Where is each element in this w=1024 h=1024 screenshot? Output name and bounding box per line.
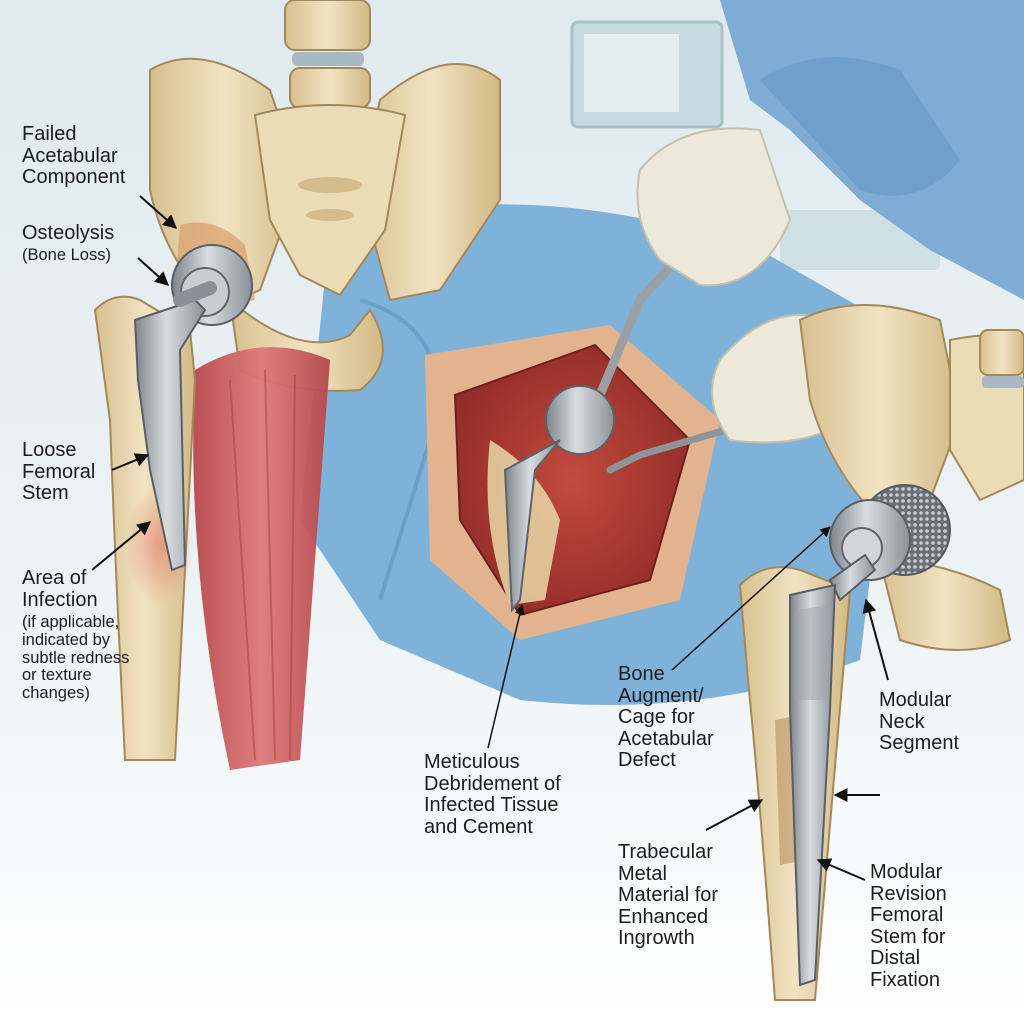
- arrow-osteolysis: [137, 257, 170, 286]
- stem-texture: [795, 605, 830, 700]
- sacrum: [253, 104, 407, 297]
- revision-vertebra: [979, 329, 1024, 376]
- label-line: Acetabular: [618, 727, 714, 750]
- label-modular-neck: Modular Neck Segment: [879, 689, 960, 755]
- label-infection: Area of Infection: [22, 567, 98, 611]
- label-line: Meticulous: [424, 751, 520, 773]
- label-line: Loose: [22, 439, 77, 461]
- label-line: Component: [22, 166, 126, 189]
- arrow-augment: [671, 526, 831, 671]
- muscle-striation: [229, 369, 296, 761]
- label-line: changes): [22, 684, 90, 703]
- revision-disc: [982, 376, 1024, 388]
- label-line: Stem: [22, 482, 69, 505]
- label-line: or texture: [22, 666, 92, 685]
- label-line: Revision: [870, 882, 947, 905]
- label-line: Stem for: [870, 925, 946, 948]
- label-line: Augment/: [618, 684, 704, 707]
- label-line: Area of: [22, 567, 87, 589]
- label-line: subtle redness: [22, 648, 130, 667]
- label-line: Neck: [879, 710, 925, 733]
- label-line: Material for: [618, 884, 719, 907]
- label-line: Acetabular: [22, 144, 118, 167]
- label-line: Infection: [22, 588, 98, 611]
- label-debridement: Meticulous Debridement of Infected Tissu…: [424, 751, 561, 838]
- wound-implant-head: [545, 385, 615, 455]
- label-line: Enhanced: [618, 905, 709, 928]
- label-line: Segment: [879, 732, 960, 755]
- revision-iliac: [798, 304, 962, 522]
- upper-glove: [636, 127, 792, 287]
- vertebra-upper: [284, 0, 371, 51]
- label-line: indicated by: [22, 630, 111, 649]
- sacral-foramina-2: [306, 209, 354, 221]
- label-trabecular: Trabecular Metal Material for Enhanced I…: [618, 841, 719, 950]
- label-line: Defect: [618, 749, 676, 772]
- label-line: Modular: [879, 689, 952, 711]
- monitor-screen: [584, 34, 679, 112]
- label-line: Distal: [870, 947, 921, 970]
- label-line: and Cement: [424, 815, 533, 838]
- disc-upper: [292, 52, 364, 66]
- label-loose-stem: Loose Femoral Stem: [22, 439, 96, 505]
- vertebra-lower: [289, 67, 371, 109]
- arrow-trabecular: [705, 799, 764, 831]
- label-line: Femoral: [870, 904, 944, 927]
- label-line: Cage for: [618, 706, 695, 729]
- label-line: Ingrowth: [618, 927, 695, 950]
- label-augment: Bone Augment/ Cage for Acetabular Defect: [618, 663, 714, 772]
- label-line: Metal: [618, 862, 667, 885]
- arrow-failed-acetabular: [139, 195, 178, 229]
- arrow-debridement: [487, 603, 525, 749]
- arrow-infection: [91, 521, 152, 571]
- label-infection-note: (if applicable, indicated by subtle redn…: [22, 613, 130, 703]
- arrow-revision-stem: [816, 858, 866, 881]
- label-line: Infected Tissue: [424, 794, 559, 817]
- arrow-loose-stem: [111, 453, 150, 471]
- label-line: Failed: [22, 123, 77, 145]
- label-line: Trabecular: [618, 841, 713, 863]
- stem-neck: [173, 281, 217, 307]
- label-line: (if applicable,: [22, 613, 120, 631]
- thigh-muscle: [193, 347, 330, 770]
- modular-neck-segment: [828, 553, 877, 602]
- gown-sleeve: [760, 57, 960, 196]
- label-line: Femoral: [22, 460, 96, 483]
- label-line: Bone: [618, 663, 665, 685]
- loose-femoral-stem: [133, 298, 207, 572]
- label-line: (Bone Loss): [22, 246, 111, 264]
- label-line: Debridement of: [424, 772, 561, 795]
- label-line: Osteolysis: [22, 222, 115, 244]
- arrow-modular-neck: [862, 598, 889, 681]
- label-failed-acetabular: Failed Acetabular Component: [22, 123, 126, 189]
- label-bone-loss: (Bone Loss): [22, 246, 111, 265]
- label-osteolysis: Osteolysis: [22, 222, 115, 245]
- sacral-foramina: [298, 177, 362, 193]
- label-line: Fixation: [870, 968, 941, 991]
- label-line: Modular: [870, 861, 943, 883]
- label-revision-stem: Modular Revision Femoral Stem for Distal…: [870, 861, 947, 992]
